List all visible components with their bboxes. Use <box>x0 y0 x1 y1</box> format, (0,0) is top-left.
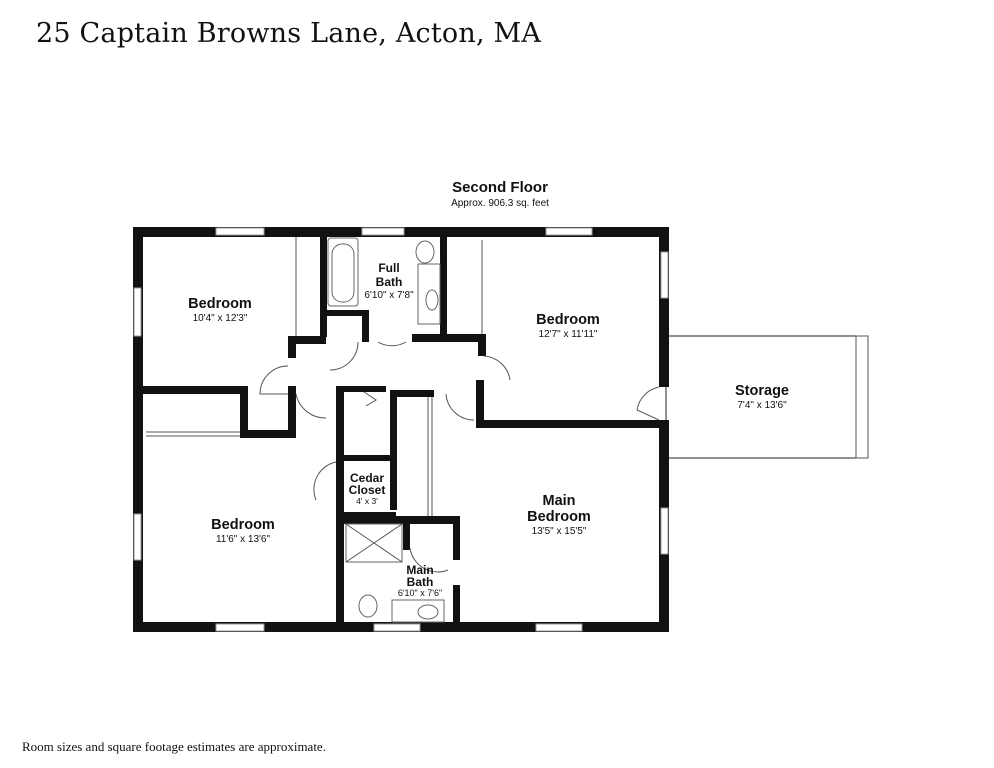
doors <box>259 341 660 573</box>
main-bedroom-name-2: Bedroom <box>527 509 591 525</box>
floor-name: Second Floor <box>452 179 548 196</box>
bedroom-sw-name: Bedroom <box>211 517 275 533</box>
windows <box>133 227 669 632</box>
sink-icon <box>417 604 439 620</box>
toilet-icon <box>358 594 378 618</box>
bedroom-nw-dims: 10'4" x 12'3" <box>193 313 248 324</box>
closet-lines <box>146 237 483 516</box>
full-bath-name-2: Bath <box>376 275 403 289</box>
cedar-closet-dims: 4' x 3' <box>356 496 378 506</box>
storage-name: Storage <box>735 383 789 399</box>
main-bedroom-dims: 13'5" x 15'5" <box>532 526 587 537</box>
full-bath-name-1: Full <box>378 261 399 275</box>
bedroom-sw-dims: 11'6" x 13'6" <box>216 534 271 545</box>
cedar-closet-name-1: Cedar <box>350 471 384 485</box>
page-title: 25 Captain Browns Lane, Acton, MA <box>36 18 542 49</box>
main-bath-name-1: Main <box>406 563 433 577</box>
bedroom-ne-name: Bedroom <box>536 312 600 328</box>
floor-area: Approx. 906.3 sq. feet <box>451 198 549 209</box>
cedar-closet-name-2: Closet <box>349 483 386 497</box>
sink-icon <box>425 289 439 311</box>
fixtures <box>327 237 445 623</box>
main-bath-dims: 6'10" x 7'6" <box>398 588 442 598</box>
storage-outline <box>665 335 869 459</box>
disclaimer-note: Room sizes and square footage estimates … <box>22 739 326 754</box>
main-bedroom-name-1: Main <box>542 493 575 509</box>
main-bath-name-2: Bath <box>407 575 434 589</box>
interior-walls <box>143 237 669 632</box>
bedroom-nw-name: Bedroom <box>188 296 252 312</box>
storage-dims: 7'4" x 13'6" <box>737 400 787 411</box>
full-bath-dims: 6'10" x 7'8" <box>364 290 414 301</box>
bedroom-ne-dims: 12'7" x 11'11" <box>539 329 598 340</box>
toilet-icon <box>415 240 435 264</box>
